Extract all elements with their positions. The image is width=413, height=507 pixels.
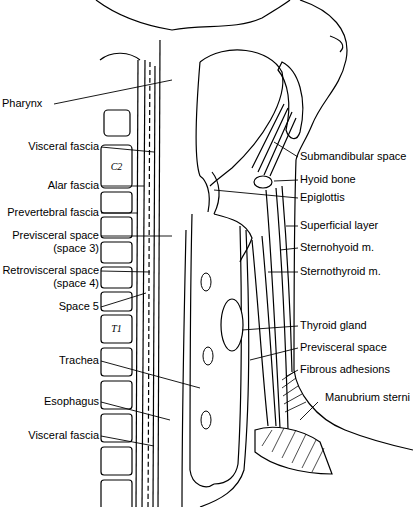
tracheal-rings — [201, 273, 213, 429]
vertebra-label: T1 — [104, 322, 129, 335]
part-label: Manubrium sterni — [300, 391, 410, 404]
visceral-fascia-front — [200, 230, 249, 507]
manubrium-hatch — [262, 428, 324, 472]
skin-line — [294, 0, 413, 450]
part-label: Hyoid bone — [300, 173, 411, 186]
fibrous-adhesions — [282, 372, 306, 412]
skull-base — [96, 0, 290, 30]
occipital — [100, 53, 140, 60]
part-label: Trachea — [2, 354, 99, 367]
part-label: Previsceral space — [300, 341, 411, 354]
part-label: Submandibular space — [300, 150, 411, 163]
lips — [330, 36, 343, 52]
pharynx-front — [196, 62, 200, 176]
submandibular-muscle — [252, 104, 296, 176]
part-label: Prevertebral fascia — [2, 206, 99, 219]
part-label: Esophagus — [2, 395, 99, 408]
tongue — [200, 50, 283, 186]
leader-lines — [54, 80, 318, 446]
part-label: Visceral fascia — [2, 429, 99, 442]
space-boundary — [148, 62, 150, 507]
epiglottis — [200, 172, 219, 214]
alar-fascia — [142, 60, 145, 507]
manubrium — [255, 427, 332, 474]
part-label: Thyroid gland — [300, 319, 411, 332]
vertebra-label: C2 — [104, 160, 129, 173]
pharynx-wall — [158, 40, 160, 507]
part-label: Sternohyoid m. — [300, 241, 411, 254]
sternothyroid-muscle — [252, 236, 276, 426]
visceral-fascia — [153, 66, 155, 507]
part-label: Previsceral space (space 3) — [2, 229, 99, 255]
part-label: Epiglottis — [300, 191, 411, 204]
part-label: Visceral fascia — [2, 140, 99, 153]
part-label: Alar fascia — [2, 179, 99, 192]
part-label: Sternothyroid m. — [300, 265, 411, 278]
part-label: Pharynx — [2, 97, 62, 110]
part-label: Retrovisceral space (space 4) — [2, 264, 99, 290]
hyoid-bone — [254, 176, 272, 188]
esophagus — [182, 230, 186, 507]
part-label: Superficial layer — [300, 219, 411, 232]
thyroid-gland — [221, 299, 243, 351]
superficial-layer — [282, 186, 292, 372]
part-label: Space 5 — [2, 300, 99, 313]
vertebral-column — [101, 110, 132, 507]
prevertebral-fascia — [136, 60, 138, 507]
part-label: Fibrous adhesions — [300, 363, 411, 376]
